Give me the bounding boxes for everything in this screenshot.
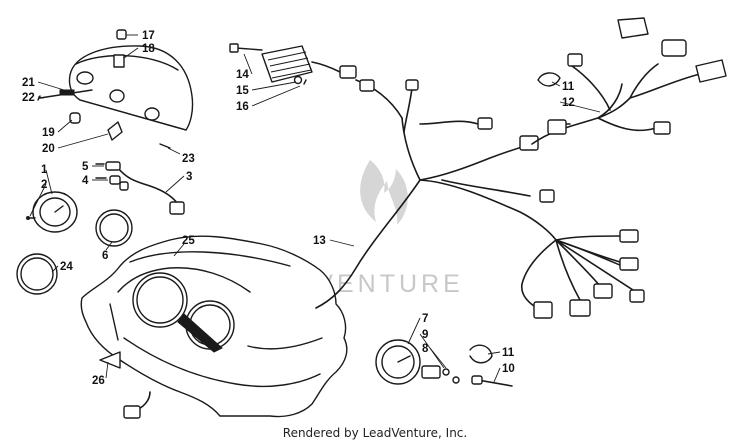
tach-assembly [375,339,513,387]
callout-8: 8 [422,343,429,355]
callout-2: 2 [41,179,47,191]
callout-labels: 17 18 21 22 19 20 23 1 2 5 4 3 6 24 25 2… [22,30,575,387]
callout-5: 5 [82,161,89,173]
dash-panel [80,235,348,419]
callout-3: 3 [186,171,192,183]
callout-4: 4 [82,175,89,187]
callout-20: 20 [42,143,55,155]
flame-logo-icon [360,160,408,225]
gauge-assembly [16,161,185,295]
callout-17: 17 [142,30,155,42]
regulator [229,43,357,85]
leader-lines [29,34,601,383]
callout-24: 24 [60,261,73,273]
headlight-assembly [37,29,194,149]
callout-1: 1 [41,164,48,176]
callout-21: 21 [22,77,35,89]
callout-19: 19 [42,127,55,139]
bulb-socket-part [116,29,127,40]
callout-26: 26 [92,375,105,387]
callout-11-upper: 11 [562,81,575,93]
footer-credit: Rendered by LeadVenture, Inc. [282,426,468,440]
callout-25: 25 [182,235,195,247]
callout-22: 22 [22,92,35,104]
callout-15: 15 [236,85,249,97]
callout-16: 16 [236,101,249,113]
callout-7: 7 [422,313,428,325]
callout-9: 9 [422,329,428,341]
callout-13: 13 [313,235,326,247]
callout-23: 23 [182,153,195,165]
callout-6: 6 [102,250,108,262]
callout-12: 12 [562,97,575,109]
callout-18: 18 [142,43,155,55]
callout-11-lower: 11 [502,347,515,359]
callout-14: 14 [236,69,249,81]
wiring-harness [315,17,727,319]
callout-10: 10 [502,363,515,375]
